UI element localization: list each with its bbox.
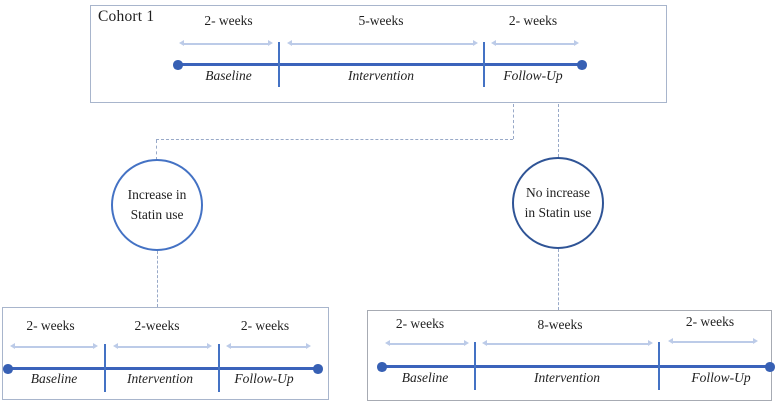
double-arrow-icon <box>287 40 478 48</box>
timeline-start-dot <box>173 60 183 70</box>
duration-label: 2- weeks <box>395 316 445 331</box>
phase-label: Baseline <box>401 370 449 385</box>
phase-label: Intervention <box>534 370 600 385</box>
timeline-line <box>178 63 582 67</box>
phase-divider-tick <box>104 344 106 392</box>
timeline-end-dot <box>577 60 587 70</box>
double-arrow-icon <box>385 340 469 348</box>
timeline-start-dot <box>3 364 13 374</box>
double-arrow-icon <box>482 340 653 348</box>
duration-label: 2-weeks <box>134 318 180 333</box>
double-arrow-icon <box>226 343 311 351</box>
connector-cohort-to-left-branch <box>513 104 514 139</box>
duration-label: 2- weeks <box>685 314 735 329</box>
phase-label: Follow-Up <box>234 371 294 386</box>
timeline-line <box>382 365 770 369</box>
phase-label: Intervention <box>348 68 414 83</box>
phase-divider-tick <box>218 344 220 392</box>
connector-cohort-to-no-increase-circle <box>558 104 559 157</box>
phase-label: Baseline <box>205 68 252 83</box>
timeline-line <box>7 367 317 371</box>
double-arrow-icon <box>10 343 98 351</box>
duration-label: 2- weeks <box>204 13 253 28</box>
phase-divider-tick <box>278 42 280 87</box>
phase-divider-tick <box>474 342 476 390</box>
double-arrow-icon <box>179 40 273 48</box>
phase-divider-tick <box>658 342 660 390</box>
duration-label: 2- weeks <box>240 318 290 333</box>
phase-label: Follow-Up <box>691 370 751 385</box>
connector-horizontal-left-branch <box>156 139 513 140</box>
decision-circle-no-increase-label: No increase in Statin use <box>524 184 592 220</box>
connector-into-increase-circle <box>156 140 157 160</box>
phase-label: Follow-Up <box>503 68 563 83</box>
duration-label: 5-weeks <box>358 13 404 28</box>
timeline-end-dot <box>313 364 323 374</box>
double-arrow-icon <box>491 40 579 48</box>
increase-arm-box <box>2 307 329 400</box>
cohort-title: Cohort 1 <box>98 8 155 25</box>
double-arrow-icon <box>668 338 758 346</box>
decision-circle-increase: Increase in Statin use <box>111 159 203 251</box>
connector-no-increase-to-timeline <box>558 249 559 310</box>
phase-divider-tick <box>483 42 485 87</box>
timeline-end-dot <box>765 362 775 372</box>
duration-label: 2- weeks <box>508 13 558 28</box>
phase-label: Intervention <box>127 371 193 386</box>
duration-label: 2- weeks <box>26 318 75 333</box>
no-increase-arm-box <box>367 310 772 401</box>
double-arrow-icon <box>113 343 212 351</box>
decision-circle-no-increase: No increase in Statin use <box>512 157 604 249</box>
phase-label: Baseline <box>30 371 78 386</box>
decision-circle-increase-label: Increase in Statin use <box>127 186 187 222</box>
cohort-box <box>90 5 667 103</box>
duration-label: 8-weeks <box>537 317 583 332</box>
timeline-start-dot <box>377 362 387 372</box>
connector-increase-to-timeline <box>157 251 158 307</box>
